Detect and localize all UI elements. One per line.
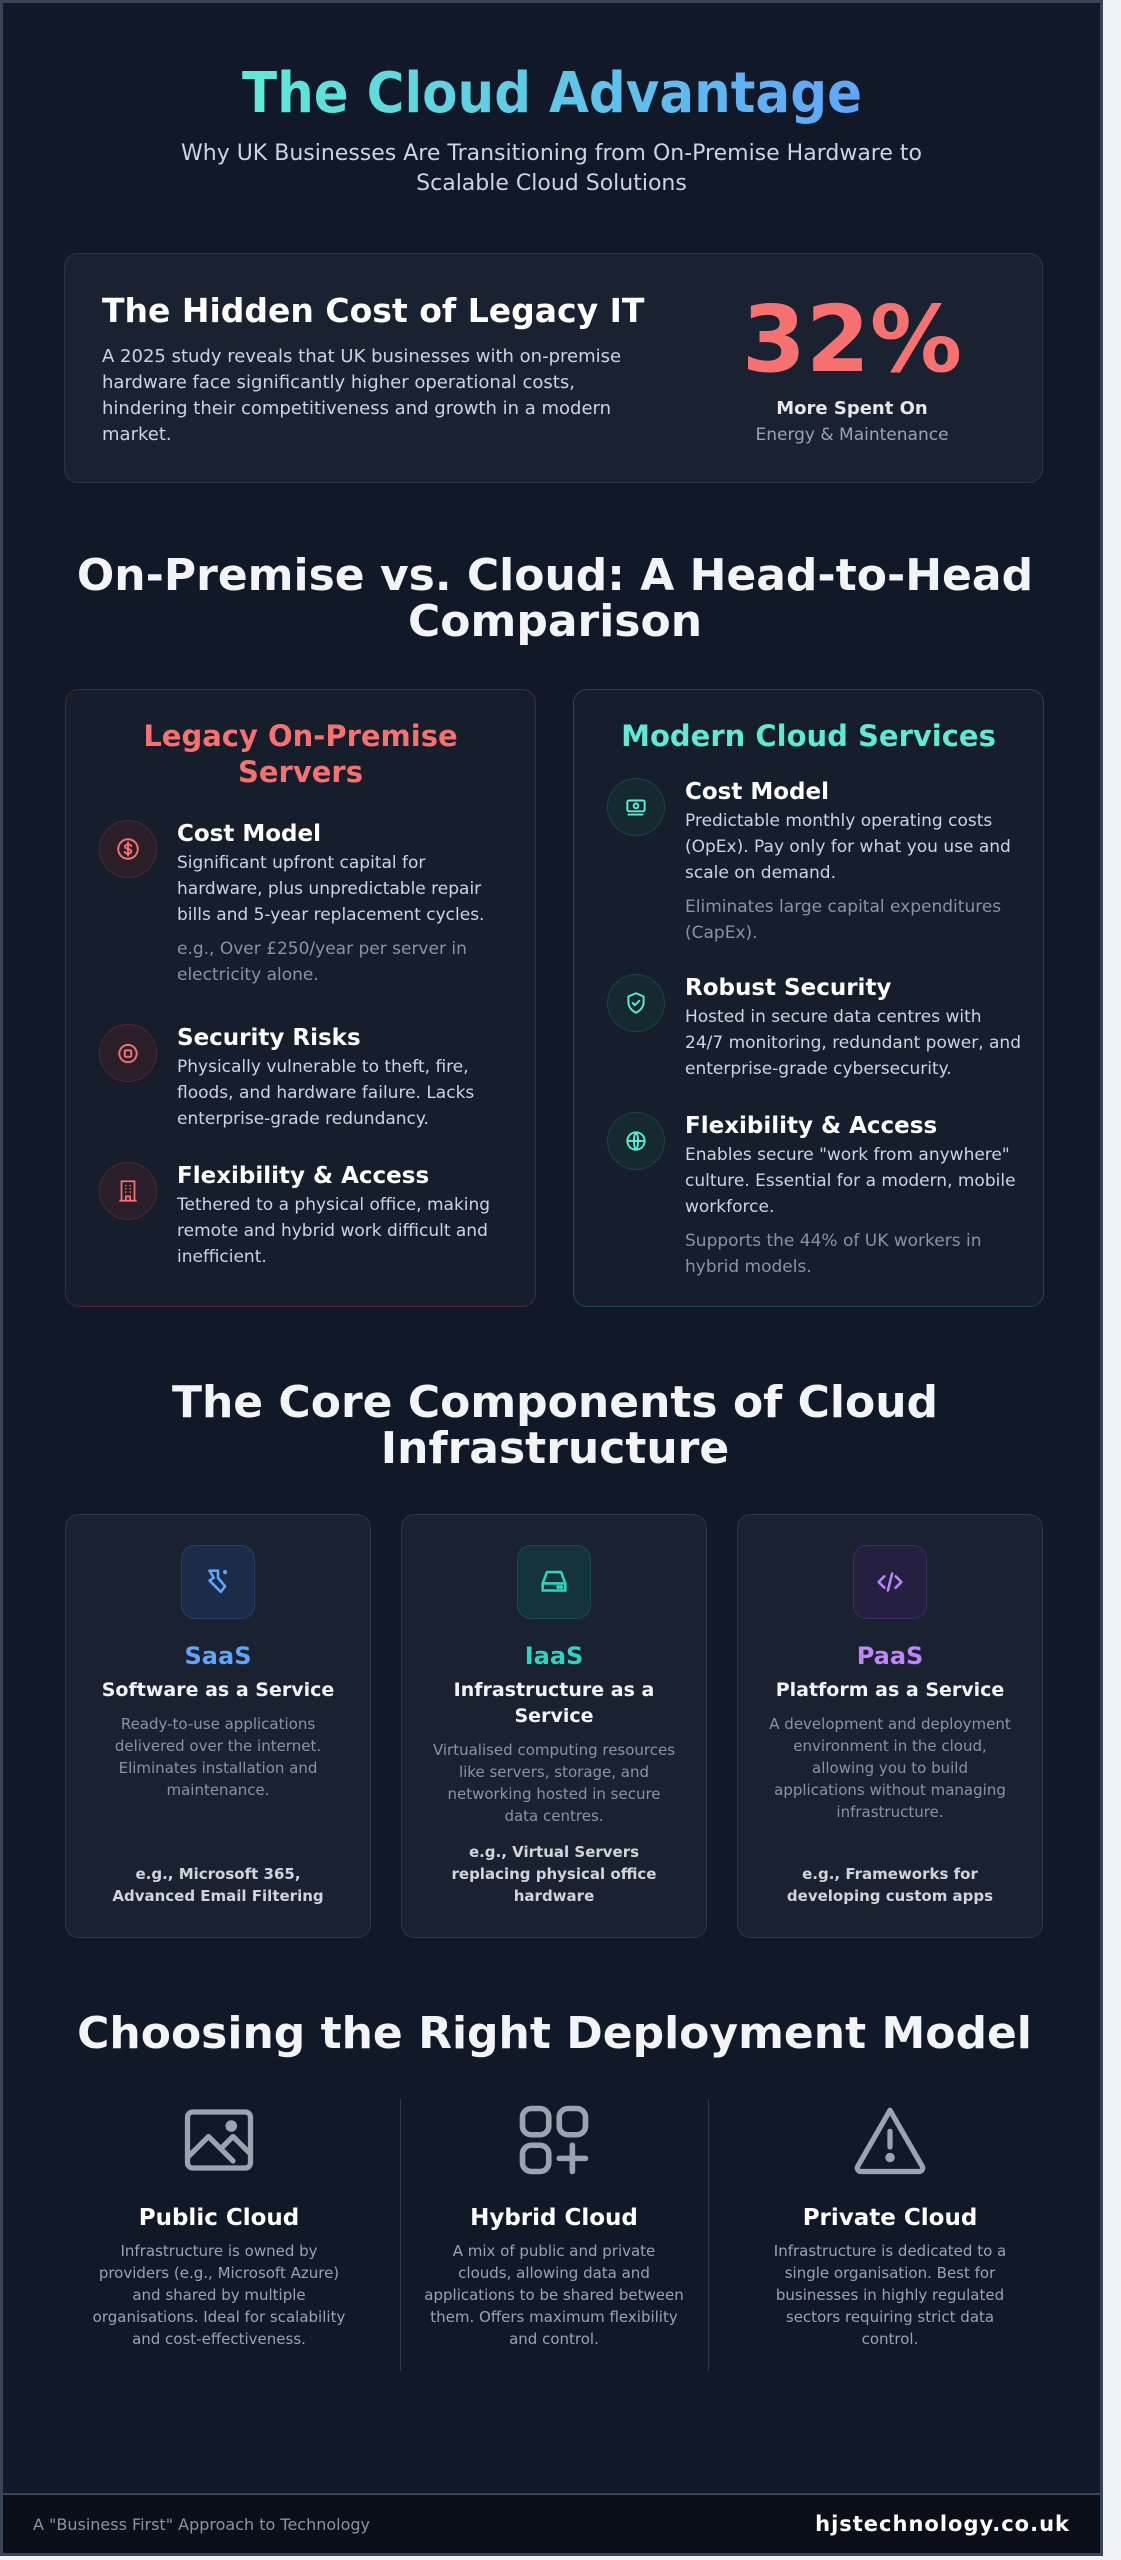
deployment-title-label: Public Cloud xyxy=(138,2205,300,2231)
page-subtitle: Why UK Businesses Are Transitioning from… xyxy=(181,141,922,196)
legacy-feature-cost: Cost Model Significant upfront capital f… xyxy=(94,820,514,988)
component-desc: A development and deployment environment… xyxy=(769,1715,1011,1821)
deployment-hybrid: Hybrid Cloud A mix of public and private… xyxy=(404,2098,704,2350)
feature-title: Cost Model xyxy=(177,821,322,847)
deployment-title-label: Hybrid Cloud xyxy=(470,2205,638,2231)
stat-sublabel: Energy & Maintenance xyxy=(755,425,949,445)
deployment-private: Private Cloud Infrastructure is dedicate… xyxy=(740,2098,1040,2350)
hard-drive-icon xyxy=(517,1545,591,1619)
feature-title: Flexibility & Access xyxy=(685,1113,938,1139)
cloud-card: Modern Cloud Services Cost Model Predict… xyxy=(573,689,1044,1307)
feature-text: Physically vulnerable to theft, fire, fl… xyxy=(177,1057,475,1129)
cloud-feature-security: Robust Security Hosted in secure data ce… xyxy=(602,974,1022,1082)
component-abbr: SaaS xyxy=(184,1642,252,1670)
comparison-title: On-Premise vs. Cloud: A Head-to-Head Com… xyxy=(76,550,1034,647)
feature-title: Cost Model xyxy=(685,779,830,805)
component-example: e.g., Virtual Servers replacing physical… xyxy=(451,1843,657,1905)
feature-note: e.g., Over £250/year per server in elect… xyxy=(177,939,467,985)
cloud-feature-cost: Cost Model Predictable monthly operating… xyxy=(602,778,1022,946)
deployment-title-label: Private Cloud xyxy=(802,2205,978,2231)
deployment-public: Public Cloud Infrastructure is owned by … xyxy=(69,2098,369,2350)
legacy-title: Legacy On-Premise Servers xyxy=(143,719,458,789)
component-name: Platform as a Service xyxy=(775,1679,1005,1701)
component-card-saas: SaaS Software as a Service Ready-to-use … xyxy=(65,1514,371,1938)
footer-website-link[interactable]: hjstechnology.co.uk xyxy=(815,2512,1070,2536)
component-desc: Ready-to-use applications delivered over… xyxy=(114,1715,322,1799)
component-example: e.g., Frameworks for developing custom a… xyxy=(786,1865,994,1905)
divider xyxy=(400,2099,401,2371)
component-name: Software as a Service xyxy=(101,1679,335,1701)
feature-title: Robust Security xyxy=(685,975,892,1001)
stat-value: 32% xyxy=(741,286,963,393)
feature-text: Hosted in secure data centres with 24/7 … xyxy=(685,1007,1021,1079)
server-lock-icon xyxy=(99,1024,157,1082)
component-name: Infrastructure as a Service xyxy=(453,1679,655,1727)
apps-add-icon xyxy=(404,2098,704,2186)
image-icon xyxy=(69,2098,369,2186)
stat-block: 32% More Spent On Energy & Maintenance xyxy=(702,286,1002,446)
flask-icon xyxy=(181,1545,255,1619)
cloud-feature-flexibility: Flexibility & Access Enables secure "wor… xyxy=(602,1112,1022,1280)
component-abbr: IaaS xyxy=(524,1642,584,1670)
component-desc: Virtualised computing resources like ser… xyxy=(432,1741,676,1825)
feature-text: Enables secure "work from anywhere" cult… xyxy=(685,1145,1016,1217)
hidden-cost-card: The Hidden Cost of Legacy IT A 2025 stud… xyxy=(64,253,1043,483)
component-example: e.g., Microsoft 365, Advanced Email Filt… xyxy=(112,1865,324,1905)
dollar-icon xyxy=(99,820,157,878)
deployment-text: A mix of public and private clouds, allo… xyxy=(424,2242,684,2348)
feature-text: Significant upfront capital for hardware… xyxy=(177,853,485,925)
legacy-feature-security: Security Risks Physically vulnerable to … xyxy=(94,1024,514,1132)
money-icon xyxy=(607,778,665,836)
building-icon xyxy=(99,1162,157,1220)
stat-label: More Spent On xyxy=(776,398,928,419)
feature-title: Flexibility & Access xyxy=(177,1163,430,1189)
warning-triangle-icon xyxy=(740,2098,1040,2186)
feature-note: Supports the 44% of UK workers in hybrid… xyxy=(685,1231,982,1277)
component-abbr: PaaS xyxy=(856,1642,924,1670)
hero-title: The Hidden Cost of Legacy IT xyxy=(102,291,645,330)
hero-text: A 2025 study reveals that UK businesses … xyxy=(102,346,622,445)
deployment-text: Infrastructure is dedicated to a single … xyxy=(773,2242,1007,2348)
footer-tagline: A "Business First" Approach to Technolog… xyxy=(33,2514,371,2534)
component-card-paas: PaaS Platform as a Service A development… xyxy=(737,1514,1043,1938)
page-title: The Cloud Advantage xyxy=(241,61,862,126)
globe-icon xyxy=(607,1112,665,1170)
header: The Cloud Advantage Why UK Businesses Ar… xyxy=(3,3,1100,199)
components-title: The Core Components of Cloud Infrastruct… xyxy=(171,1377,939,1474)
code-icon xyxy=(853,1545,927,1619)
feature-text: Tethered to a physical office, making re… xyxy=(177,1195,491,1267)
component-card-iaas: IaaS Infrastructure as a Service Virtual… xyxy=(401,1514,707,1938)
deployment-text: Infrastructure is owned by providers (e.… xyxy=(92,2242,346,2348)
shield-check-icon xyxy=(607,974,665,1032)
divider xyxy=(708,2099,709,2371)
feature-title: Security Risks xyxy=(177,1025,361,1051)
cloud-title: Modern Cloud Services xyxy=(621,719,996,753)
legacy-card: Legacy On-Premise Servers Cost Model Sig… xyxy=(65,689,536,1307)
legacy-feature-flexibility: Flexibility & Access Tethered to a physi… xyxy=(94,1162,514,1270)
feature-note: Eliminates large capital expenditures (C… xyxy=(685,897,1002,943)
deployment-title: Choosing the Right Deployment Model xyxy=(77,2008,1032,2059)
footer: A "Business First" Approach to Technolog… xyxy=(3,2493,1100,2553)
feature-text: Predictable monthly operating costs (OpE… xyxy=(685,811,1011,883)
